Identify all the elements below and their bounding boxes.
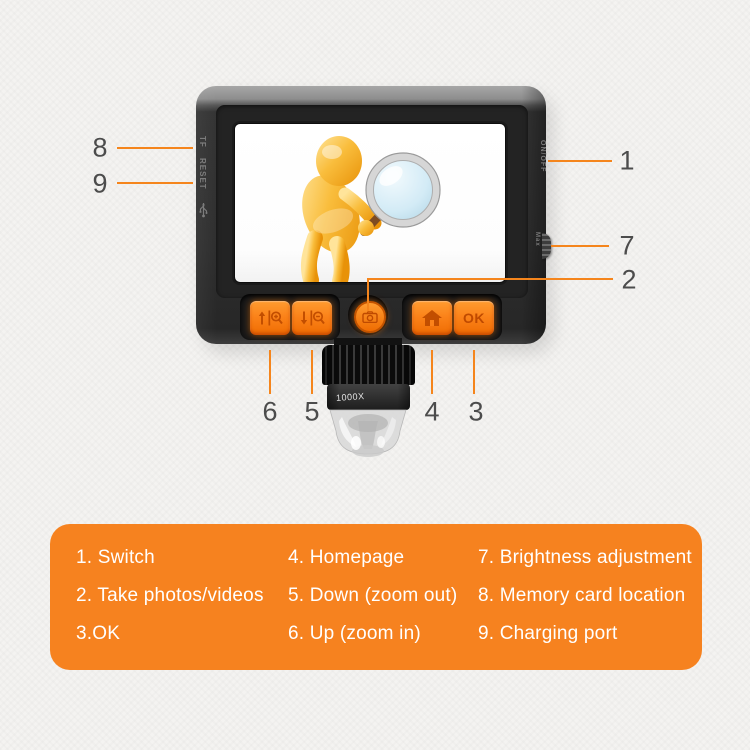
leader-line-9: [117, 182, 193, 184]
callout-number-1: 1: [619, 145, 635, 176]
legend-column-1: 1. Switch 2. Take photos/videos 3.OK: [76, 539, 264, 653]
legend-item-brightness: 7. Brightness adjustment: [478, 547, 692, 568]
callout-number-6: 6: [262, 396, 278, 427]
brightness-max-label: Max: [534, 232, 540, 247]
ok-button-label: OK: [463, 310, 485, 326]
leader-line-2-vertical: [367, 278, 369, 311]
callout-number-8: 8: [92, 132, 108, 163]
leader-line-5: [311, 350, 313, 394]
legend-item-take-photos: 2. Take photos/videos: [76, 585, 264, 606]
legend-item-up-zoom-in: 6. Up (zoom in): [288, 623, 421, 644]
leader-line-7: [551, 245, 609, 247]
legend-item-ok: 3.OK: [76, 623, 121, 644]
leader-line-6: [269, 350, 271, 394]
callout-number-2: 2: [621, 264, 637, 295]
leader-line-1: [548, 160, 612, 162]
lens-clear-cone: [329, 409, 407, 457]
ok-button: OK: [454, 301, 494, 335]
reset-label: RESET: [198, 158, 207, 190]
legend-item-switch: 1. Switch: [76, 547, 155, 568]
callout-number-9: 9: [92, 168, 108, 199]
down-zoom-out-button: [292, 301, 332, 335]
magnifier-person-illustration: [300, 136, 441, 282]
leader-line-2-horizontal: [367, 278, 613, 280]
up-zoom-in-button: [250, 301, 290, 335]
callout-number-5: 5: [304, 396, 320, 427]
lens-band: 1000X: [327, 384, 410, 410]
callout-number-4: 4: [424, 396, 440, 427]
leader-line-4: [431, 350, 433, 394]
legend-column-3: 7. Brightness adjustment 8. Memory card …: [478, 539, 692, 653]
lens-focus-ring: [322, 345, 415, 385]
usb-icon: [199, 203, 208, 218]
leader-line-3: [473, 350, 475, 394]
legend-item-memory-card: 8. Memory card location: [478, 585, 686, 606]
callout-number-3: 3: [468, 396, 484, 427]
up-zoom-in-icon: [258, 310, 283, 326]
brightness-wheel: [542, 233, 551, 259]
camera-icon: [362, 311, 378, 323]
down-zoom-out-icon: [300, 310, 325, 326]
leader-line-8: [117, 147, 193, 149]
legend-item-charging-port: 9. Charging port: [478, 623, 618, 644]
legend-item-down-zoom-out: 5. Down (zoom out): [288, 585, 458, 606]
camera-shutter-button: [354, 301, 386, 333]
lcd-screen: [234, 123, 506, 283]
lens-zoom-label: 1000X: [335, 391, 365, 403]
legend-item-homepage: 4. Homepage: [288, 547, 405, 568]
homepage-button: [412, 301, 452, 335]
callout-number-7: 7: [619, 230, 635, 261]
on-off-label: ON/OFF: [539, 140, 546, 173]
legend-column-2: 4. Homepage 5. Down (zoom out) 6. Up (zo…: [288, 539, 457, 653]
legend-panel: 1. Switch 2. Take photos/videos 3.OK 4. …: [50, 524, 702, 670]
home-icon: [422, 310, 442, 326]
tf-slot-label: TF: [198, 136, 207, 148]
